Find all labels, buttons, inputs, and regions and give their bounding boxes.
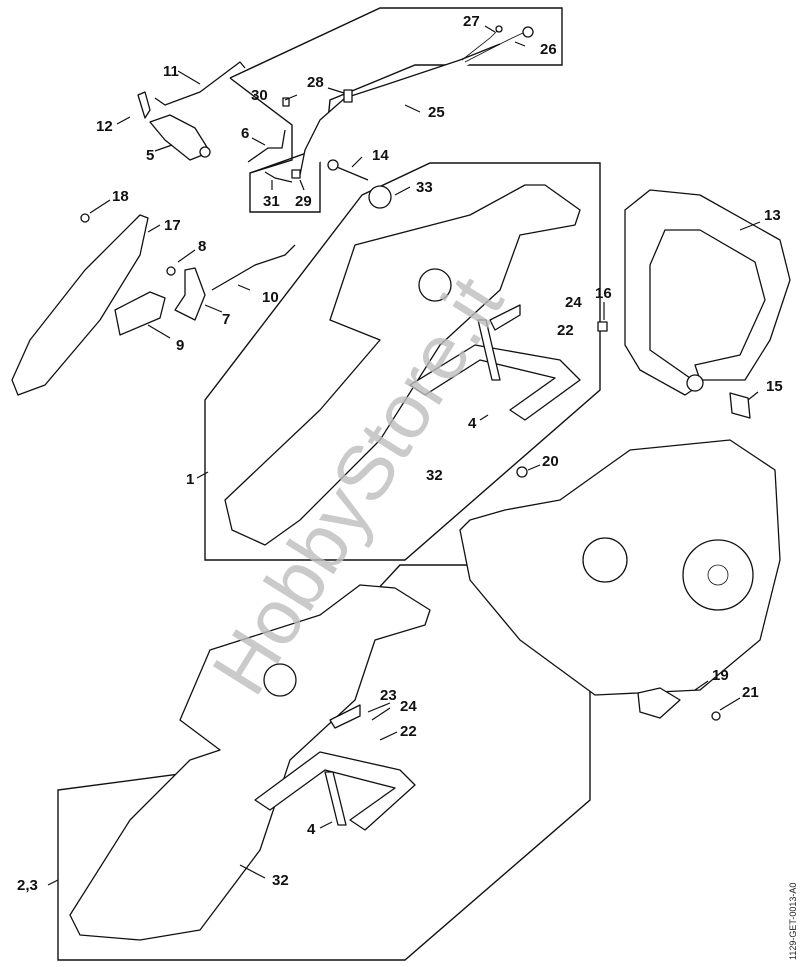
rear-handle-housing-1	[224, 184, 581, 546]
screw-4-upper	[477, 319, 501, 381]
upper-housing-frame	[204, 162, 601, 561]
screw-18	[80, 213, 90, 223]
callout-5: 5	[146, 147, 154, 164]
callout-28: 28	[307, 74, 324, 91]
callout-19: 19	[712, 667, 729, 684]
connector-31	[264, 171, 293, 183]
callout-8: 8	[198, 238, 206, 255]
rear-handle-housing-2-3	[69, 584, 431, 941]
engine-flywheel	[682, 539, 754, 611]
callout-22-upper: 22	[557, 322, 574, 339]
spring-14-head	[327, 159, 339, 171]
rod-10	[211, 244, 296, 291]
callout-9: 9	[176, 337, 184, 354]
callout-10: 10	[262, 289, 279, 306]
callout-21: 21	[742, 684, 759, 701]
harness-lead-26	[464, 31, 526, 63]
lower-housing-frame	[57, 564, 591, 961]
engine-flywheel-hub	[707, 564, 729, 586]
callout-11: 11	[163, 63, 179, 80]
callout-7: 7	[222, 311, 230, 328]
callout-4-upper: 4	[468, 415, 477, 432]
callout-27: 27	[463, 13, 480, 30]
callout-17: 17	[164, 217, 181, 234]
callout-labels: 11 12 5 6 30 28 27 26 25 31 29 14 33 18 …	[17, 13, 783, 894]
drawing-code: 1129-GET-0013-A0	[788, 883, 798, 960]
callout-29: 29	[295, 193, 312, 210]
callout-1: 1	[186, 471, 194, 488]
wiring-inner-frame	[229, 77, 293, 174]
callout-25: 25	[428, 104, 445, 121]
lever-9	[114, 291, 166, 336]
terminal-26	[522, 26, 534, 38]
callout-32-lower: 32	[272, 872, 289, 889]
front-handle-13	[624, 189, 791, 396]
screw-21	[711, 711, 721, 721]
harness-lead-27	[461, 29, 499, 61]
callout-24-upper: 24	[565, 294, 582, 311]
callout-16: 16	[595, 285, 612, 302]
callout-24-lower: 24	[400, 698, 417, 715]
callout-14: 14	[372, 147, 389, 164]
screw-4-lower	[324, 771, 347, 826]
leader-lines	[47, 25, 761, 886]
carb-opening-upper	[418, 268, 452, 302]
callout-4-lower: 4	[307, 821, 316, 838]
screw-20	[516, 466, 528, 478]
lever-12	[137, 91, 151, 119]
callout-2-3: 2,3	[17, 877, 38, 894]
switch-5-knob	[199, 146, 211, 158]
wire-6	[247, 129, 286, 163]
callout-6: 6	[241, 125, 249, 142]
buffer-15	[729, 392, 751, 419]
pad-24-upper	[489, 304, 521, 331]
callout-13: 13	[764, 207, 781, 224]
carb-opening-lower	[263, 663, 297, 697]
terminal-27	[495, 25, 503, 33]
clip-30	[282, 97, 290, 107]
hand-guard-22	[409, 344, 581, 421]
callout-33: 33	[416, 179, 433, 196]
grommet-28	[343, 89, 353, 103]
throttle-trigger-7	[174, 267, 206, 321]
callout-12: 12	[96, 118, 113, 135]
callout-18: 18	[112, 188, 129, 205]
harness-25	[299, 43, 501, 176]
bolt-16	[597, 321, 608, 332]
pad-23	[329, 704, 361, 729]
spring-8	[166, 266, 176, 276]
hand-guard-22-lower	[254, 751, 416, 831]
callout-23: 23	[380, 687, 397, 704]
callout-15: 15	[766, 378, 783, 395]
front-handle-13-end	[686, 374, 704, 392]
engine-cylinder	[582, 537, 628, 583]
callout-22-lower: 22	[400, 723, 417, 740]
callout-30: 30	[251, 87, 268, 104]
callout-20: 20	[542, 453, 559, 470]
handle-cover-17	[11, 214, 149, 396]
callout-32-upper: 32	[426, 467, 443, 484]
bracket-19	[637, 687, 681, 719]
callout-26: 26	[540, 41, 557, 58]
clip-29	[291, 169, 301, 179]
callout-31: 31	[263, 193, 280, 210]
part-33	[368, 185, 392, 209]
